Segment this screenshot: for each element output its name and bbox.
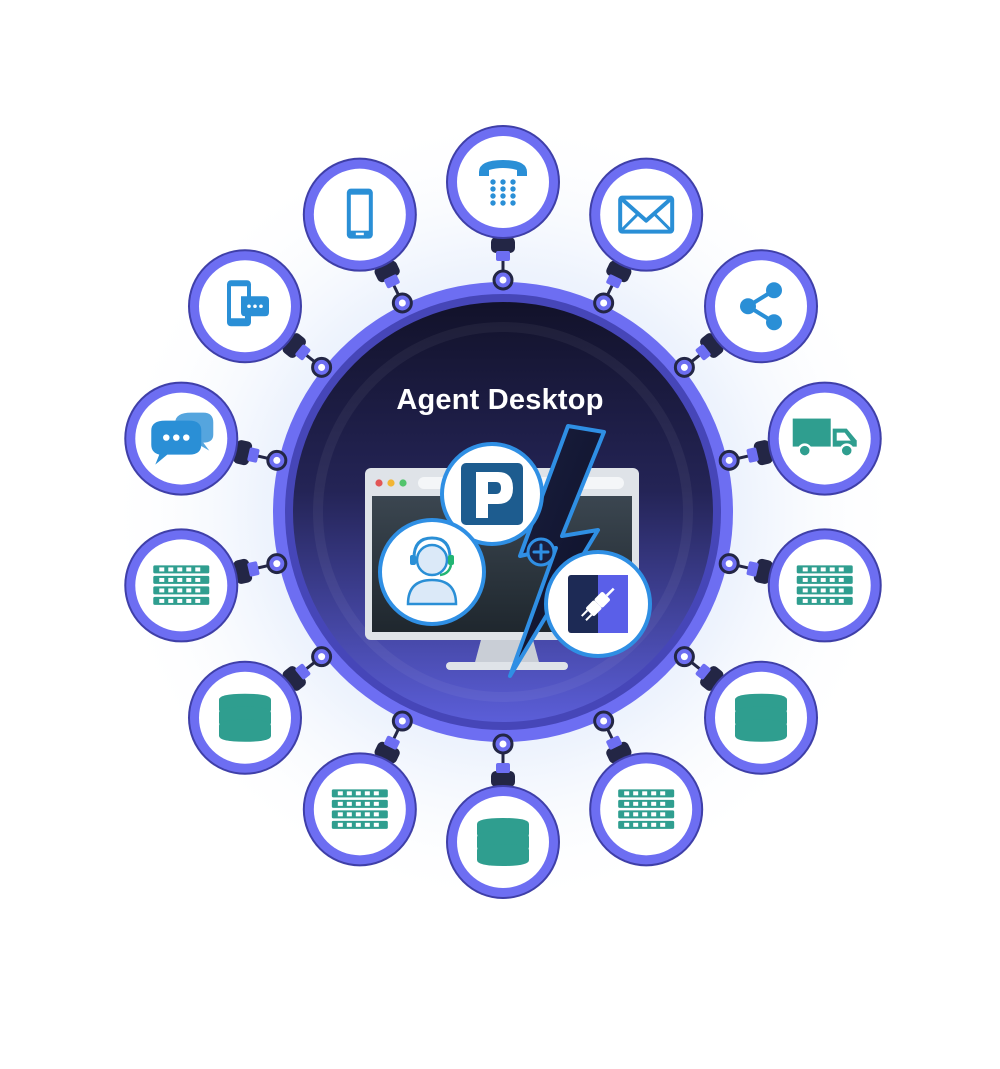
node-database-right — [704, 660, 819, 775]
node-server-bottom-left — [302, 752, 417, 867]
mobile-chat-icon — [226, 280, 269, 327]
window-minimize-dot — [387, 479, 395, 487]
node-server-bottom-right — [589, 752, 704, 867]
hub-highlight — [313, 322, 693, 702]
nodes-layer — [124, 125, 882, 899]
database-icon — [218, 693, 271, 742]
delivery-truck-icon — [792, 418, 857, 458]
node-database-bottom — [446, 785, 560, 899]
envelope-icon — [618, 195, 675, 234]
plugin-badge — [544, 550, 652, 658]
node-share — [704, 249, 819, 364]
node-database-left — [187, 660, 302, 775]
plus-badge — [526, 537, 556, 567]
server-rack-icon — [618, 789, 675, 829]
node-email — [589, 157, 704, 272]
hub-title: Agent Desktop — [396, 384, 604, 416]
server-rack-icon — [153, 565, 210, 605]
window-close-dot — [375, 479, 383, 487]
server-rack-icon — [331, 789, 388, 829]
chat-bubbles-icon — [151, 412, 214, 465]
window-maximize-dot — [399, 479, 407, 487]
node-server-right — [767, 528, 882, 643]
node-mobile-chat — [187, 249, 302, 364]
server-rack-icon — [796, 565, 853, 605]
smartphone-icon — [346, 188, 373, 239]
p-logo-icon — [476, 472, 513, 518]
agent-headset-icon — [412, 536, 452, 559]
database-icon — [735, 693, 788, 742]
node-server-left — [124, 528, 239, 643]
plus-icon — [532, 543, 550, 561]
share-icon — [740, 282, 783, 331]
plug-icon — [581, 587, 615, 621]
agent-avatar-badge — [378, 518, 486, 626]
node-delivery — [767, 381, 882, 496]
node-mobile — [302, 157, 417, 272]
node-chat — [124, 381, 239, 496]
node-phone — [446, 125, 560, 239]
agent-body — [406, 578, 458, 606]
monitor-base — [446, 662, 568, 670]
phone-keypad-icon — [479, 160, 527, 206]
hub-ports-layer — [266, 269, 740, 755]
database-icon — [477, 818, 529, 866]
p-logo-badge — [440, 442, 544, 546]
